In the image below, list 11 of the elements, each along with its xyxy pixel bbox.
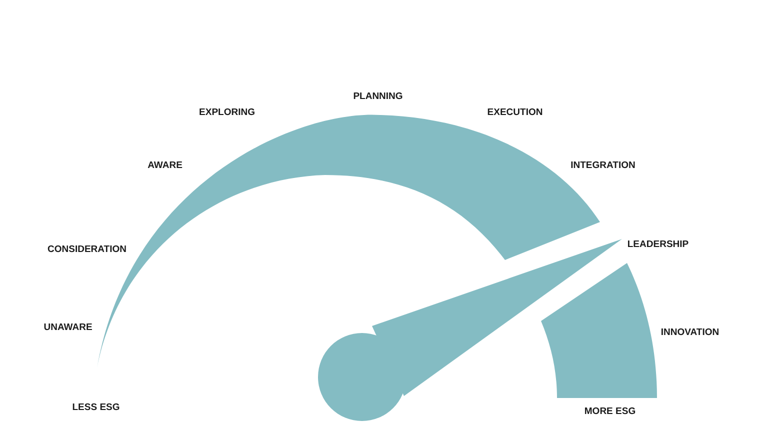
scale-label: MORE ESG bbox=[584, 404, 636, 419]
scale-label: EXPLORING bbox=[199, 106, 255, 120]
scale-label: UNAWARE bbox=[44, 320, 92, 335]
scale-label: CONSIDERATION bbox=[48, 242, 126, 257]
scale-label: EXECUTION bbox=[487, 106, 543, 120]
scale-label: PLANNING bbox=[353, 90, 403, 104]
scale-label: LESS ESG bbox=[72, 400, 120, 415]
scale-label: LEADERSHIP bbox=[627, 238, 689, 252]
scale-label: AWARE bbox=[148, 158, 182, 173]
scale-label: INTEGRATION bbox=[570, 158, 636, 173]
scale-label: INNOVATION bbox=[660, 326, 720, 340]
